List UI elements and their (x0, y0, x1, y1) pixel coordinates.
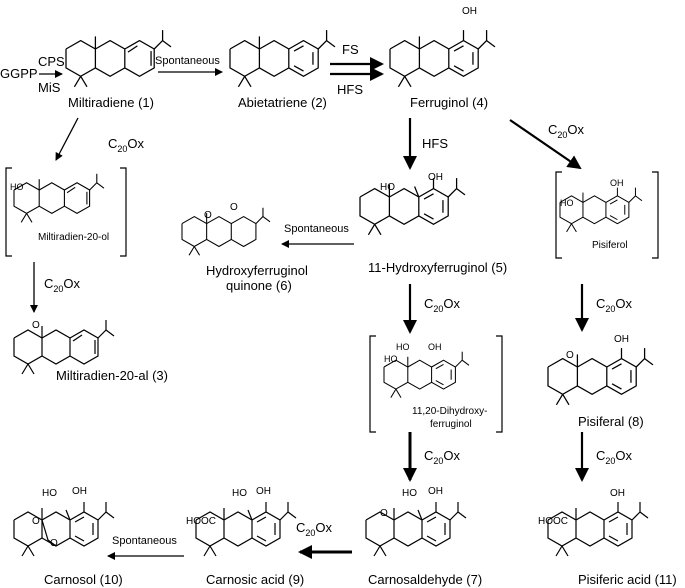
pisiferal-oh: OH (614, 334, 629, 345)
miltiradiene-label: Miltiradiene (1) (68, 95, 154, 110)
c20ox-label-5: C20Ox (596, 296, 633, 314)
hydroxyferruginol-oh: OH (428, 172, 443, 183)
arrow-to-pisiferol (509, 119, 582, 170)
dihydroxyferruginol-oh: OH (428, 342, 442, 352)
c20ox-label-7: C20Ox (596, 448, 633, 466)
carnosol-label: Carnosol (10) (44, 572, 123, 587)
carnosaldehyde-o: O (380, 508, 388, 519)
c20ox-label-3: C20Ox (548, 122, 585, 140)
spontaneous-label-1: Spontaneous (155, 55, 220, 67)
carnosol-o-2: O (50, 538, 58, 549)
ferruginol-label: Ferruginol (4) (410, 95, 488, 110)
quinone-label-line1: Hydroxyferruginol (206, 263, 308, 278)
ferruginol-structure (389, 29, 496, 88)
hydroxyferruginol-ho: HO (380, 182, 395, 193)
quinone-o-1: O (204, 210, 212, 221)
mis-label: MiS (38, 80, 61, 95)
bracket-right-2 (652, 171, 659, 259)
cps-label: CPS (38, 54, 65, 69)
carnosaldehyde-label: Carnosaldehyde (7) (368, 572, 482, 587)
bracket-left-1 (5, 167, 12, 257)
carnosaldehyde-ho: HO (402, 488, 417, 499)
carnosol-ho: HO (42, 488, 57, 499)
carnosaldehyde-structure (365, 501, 467, 557)
miltiradien-20-al-structure (13, 319, 115, 375)
pisiferal-structure (547, 347, 654, 406)
hfs-label-2: HFS (422, 136, 448, 151)
carnosol-oh: OH (72, 486, 87, 497)
pisiferol-oh: OH (610, 178, 624, 188)
pisiferic-acid-label: Pisiferic acid (11) (578, 572, 677, 587)
spontaneous-label-2: Spontaneous (284, 223, 349, 235)
miltiradien-20-ol-ho: HO (10, 182, 24, 192)
hfs-label-1: HFS (337, 82, 363, 97)
miltiradien-20-al-label: Miltiradien-20-al (3) (56, 368, 168, 383)
carnosol-o-1: O (32, 516, 40, 527)
fs-label: FS (342, 42, 359, 57)
dihydroxyferruginol-ho-2: HO (384, 354, 398, 364)
pisiferol-structure (559, 187, 643, 233)
pisiferol-ho: HO (560, 198, 574, 208)
c20ox-label-8: C20Ox (296, 520, 333, 538)
quinone-label-line2: quinone (6) (226, 278, 292, 293)
quinone-structure (181, 207, 271, 256)
ggpp-label: GGPP (0, 66, 38, 81)
quinone-o-2: O (230, 202, 238, 213)
pisiferic-acid-hooc: HOOC (538, 516, 568, 527)
c20ox-label-1: C20Ox (108, 136, 145, 154)
pisiferal-label: Pisiferal (8) (578, 414, 644, 429)
dihydroxyferruginol-label-line1: 11,20-Dihydroxy- (412, 406, 487, 417)
bracket-right-1 (120, 167, 127, 257)
abietatriene-structure (229, 29, 336, 88)
pisiferic-acid-structure (547, 501, 649, 557)
abietatriene-label: Abietatriene (2) (238, 95, 327, 110)
hydroxyferruginol-structure (359, 177, 466, 236)
carnosol-structure (13, 501, 115, 557)
bracket-right-3 (496, 335, 503, 433)
hydroxyferruginol-label: 11-Hydroxyferruginol (5) (368, 260, 507, 275)
miltiradiene-structure (65, 29, 172, 88)
carnosic-acid-oh: OH (256, 486, 271, 497)
carnosic-acid-label: Carnosic acid (9) (206, 572, 304, 587)
spontaneous-label-3: Spontaneous (112, 535, 177, 547)
c20ox-label-6: C20Ox (424, 448, 461, 466)
dihydroxyferruginol-label-line2: ferruginol (430, 419, 472, 430)
carnosic-acid-structure (195, 501, 297, 557)
miltiradien-20-al-o: O (32, 320, 40, 331)
miltiradien-20-ol-structure (13, 173, 105, 223)
arrow-to-miltiradien-20-ol (55, 117, 79, 161)
carnosic-acid-hooc: HOOC (186, 516, 216, 527)
ferruginol-oh: OH (462, 6, 477, 17)
bracket-left-3 (369, 335, 376, 433)
bracket-left-2 (555, 171, 562, 259)
carnosic-acid-ho: HO (232, 488, 247, 499)
c20ox-label-4: C20Ox (424, 296, 461, 314)
miltiradien-20-ol-label: Miltiradien-20-ol (38, 232, 109, 243)
pisiferal-o: O (566, 350, 574, 361)
c20ox-label-2: C20Ox (44, 276, 81, 294)
dihydroxyferruginol-ho-1: HO (396, 342, 410, 352)
pisiferol-label: Pisiferol (592, 240, 628, 251)
pisiferic-acid-oh: OH (610, 488, 625, 499)
carnosaldehyde-oh: OH (428, 486, 443, 497)
